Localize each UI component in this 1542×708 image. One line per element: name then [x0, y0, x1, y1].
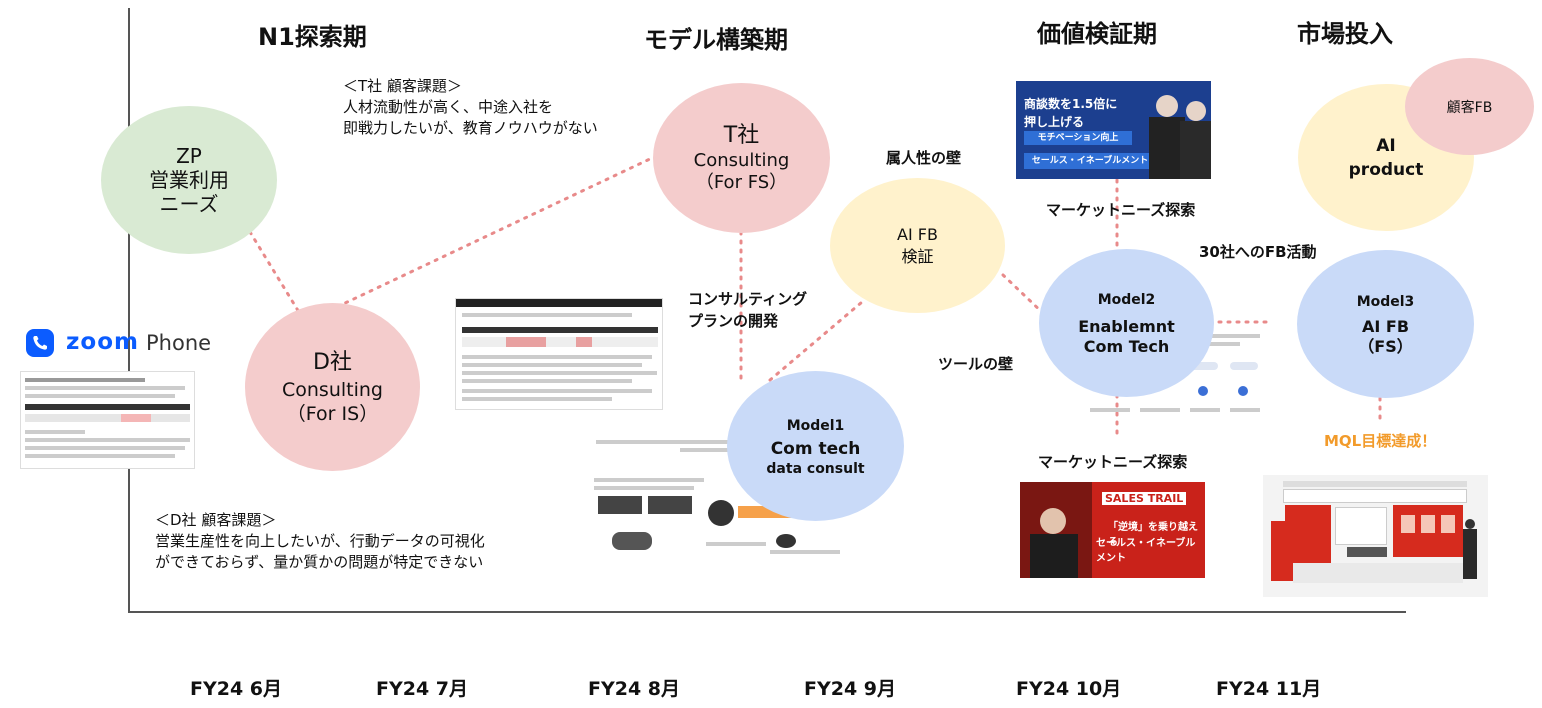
zp-needs-circle: ZP 営業利用 ニーズ [101, 106, 277, 254]
customer-fb-label: 顧客FB [1446, 99, 1493, 116]
y-axis-line [128, 8, 130, 613]
d-issue-note: ＜D社 顧客課題＞ 営業生産性を向上したいが、行動データの可視化 ができておらず… [155, 510, 485, 573]
tool-wall-label: ツールの壁 [938, 355, 1014, 373]
zp-line3: ニーズ [159, 192, 219, 216]
month-8: FY24 8月 [588, 678, 681, 700]
model2-line3: Com Tech [1083, 337, 1170, 356]
t-issue-line1: 人材流動性が高く、中途入社を [343, 98, 554, 116]
logo-product: Phone [146, 331, 212, 355]
zokujin-wall-label: 属人性の壁 [886, 149, 962, 167]
d-issue-line1: 営業生産性を向上したいが、行動データの可視化 [155, 532, 485, 550]
bottom-banner-line2: 「逆境」を乗り越える [1108, 522, 1198, 548]
zp-line1: ZP [176, 144, 202, 168]
connector-model1-aifb [768, 300, 864, 382]
month-9: FY24 9月 [804, 678, 897, 700]
phone-icon [26, 329, 54, 357]
walking-person-head [1465, 519, 1475, 529]
model2-line2: Enablemnt [1078, 317, 1175, 336]
document-thumbnail-left [20, 371, 195, 469]
consulting-plan-line2: プランの開発 [688, 312, 779, 330]
month-10: FY24 10月 [1016, 678, 1122, 700]
consulting-plan-line1: コンサルティング [688, 290, 808, 308]
consulting-plan-label: コンサルティング プランの開発 [688, 288, 807, 332]
connector-aifb-model2 [1001, 273, 1047, 317]
model1-title: Model1 [786, 418, 845, 434]
d-company-circle: D社 Consulting （For IS） [245, 303, 420, 471]
model3-title: Model3 [1356, 294, 1415, 310]
d-line3: （For IS） [286, 403, 379, 425]
model2-circle: Model2 Enablemnt Com Tech [1039, 249, 1214, 397]
phase-n1: N1探索期 [258, 23, 367, 51]
t-title: T社 [723, 123, 760, 148]
phase-model: モデル構築期 [644, 26, 788, 54]
connector-zp-d [248, 230, 307, 324]
d-line2: Consulting [282, 379, 383, 401]
t-issue-note: ＜T社 顧客課題＞ 人材流動性が高く、中途入社を 即戦力したいが、教育ノウハウが… [343, 76, 598, 139]
model2-side-thumbnail [1090, 330, 1270, 420]
top-banner-image: 商談数を1.5倍に 押し上げる モチベーション向上 セールス・イネーブルメント [1016, 81, 1211, 179]
bottom-banner-line3: セールス・イネーブルメント [1096, 538, 1196, 564]
customer-fb-circle: 顧客FB [1405, 58, 1534, 155]
ai-product-line1: AI [1376, 135, 1396, 156]
person-figure-1-body [1149, 117, 1185, 179]
mql-achieved-label: MQL目標達成！ [1324, 432, 1437, 450]
t-company-circle: T社 Consulting （For FS） [653, 83, 830, 233]
flow-diagram-thumbnail [590, 438, 850, 558]
top-banner-line1: 商談数を1.5倍に [1024, 97, 1118, 111]
person-figure-2-body [1180, 121, 1211, 179]
d-issue-line2: ができておらず、量か質かの問題が特定できない [155, 553, 484, 571]
t-issue-line2: 即戦力したいが、教育ノウハウがない [343, 119, 598, 137]
document-thumbnail-center [455, 298, 663, 410]
ai-fb-line2: 検証 [901, 246, 934, 266]
person-figure-1 [1156, 95, 1178, 117]
model3-line3: （FS） [1358, 337, 1413, 356]
person-figure-2 [1186, 101, 1206, 121]
model2-title: Model2 [1097, 292, 1156, 308]
walking-person-body [1463, 529, 1477, 579]
d-title: D社 [313, 350, 352, 375]
logo-brand: zoom [66, 329, 139, 355]
phase-market: 市場投入 [1297, 20, 1393, 48]
t-line3: （For FS） [695, 172, 788, 193]
connector-d-t [303, 156, 654, 324]
x-axis-line [128, 611, 1406, 613]
month-6: FY24 6月 [190, 678, 283, 700]
model3-circle: Model3 AI FB （FS） [1297, 250, 1474, 398]
model1-circle: Model1 Com tech data consult [727, 371, 904, 521]
top-banner-line2: 押し上げる [1024, 115, 1085, 129]
market-needs-label-1: マーケットニーズ探索 [1046, 201, 1196, 219]
zp-line2: 営業利用 [149, 168, 229, 192]
t-issue-title: ＜T社 顧客課題＞ [343, 77, 462, 95]
zoom-phone-logo: zoom Phone [26, 329, 226, 359]
ai-fb-circle: AI FB 検証 [830, 178, 1005, 313]
top-banner-line3: モチベーション向上 [1024, 131, 1132, 145]
fb-activity-label: 30社へのFB活動 [1199, 243, 1317, 261]
exhibition-booth-image [1263, 475, 1488, 597]
phase-value: 価値検証期 [1037, 20, 1157, 48]
bottom-banner-line1: SALES TRAIL [1102, 492, 1187, 505]
ai-product-line2: product [1348, 159, 1424, 180]
month-11: FY24 11月 [1216, 678, 1322, 700]
person-figure-3 [1040, 508, 1066, 534]
market-needs-label-2: マーケットニーズ探索 [1038, 453, 1188, 471]
d-issue-title: ＜D社 顧客課題＞ [155, 511, 277, 529]
person-figure-3-body [1030, 534, 1078, 578]
ai-fb-line1: AI FB [897, 224, 938, 244]
t-line2: Consulting [693, 150, 790, 171]
model3-line2: AI FB [1361, 317, 1410, 336]
month-7: FY24 7月 [376, 678, 469, 700]
top-banner-line4: セールス・イネーブルメント [1024, 153, 1156, 169]
bottom-banner-image: SALES TRAIL 「逆境」を乗り越える セールス・イネーブルメント [1020, 482, 1205, 578]
model1-line3: data consult [766, 461, 865, 477]
model1-line2: Com tech [770, 439, 861, 459]
